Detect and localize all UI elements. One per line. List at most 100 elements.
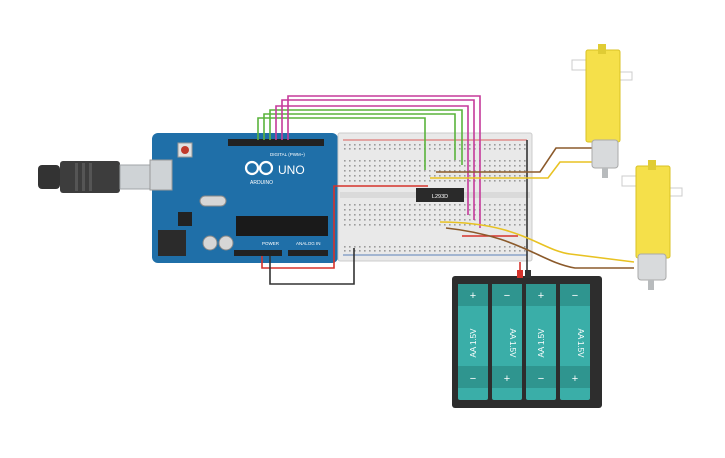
breadboard-hole bbox=[369, 250, 371, 252]
breadboard-hole bbox=[349, 144, 351, 146]
breadboard-hole bbox=[489, 165, 491, 167]
breadboard-hole bbox=[519, 180, 521, 182]
breadboard-hole bbox=[439, 165, 441, 167]
breadboard-hole bbox=[434, 148, 436, 150]
breadboard-hole bbox=[494, 214, 496, 216]
breadboard-hole bbox=[414, 246, 416, 248]
breadboard-hole bbox=[489, 160, 491, 162]
breadboard-hole bbox=[489, 250, 491, 252]
breadboard-hole bbox=[499, 160, 501, 162]
breadboard-hole bbox=[429, 224, 431, 226]
breadboard-hole bbox=[384, 209, 386, 211]
breadboard-hole bbox=[469, 165, 471, 167]
plus-sign: + bbox=[504, 373, 510, 385]
breadboard-hole bbox=[499, 148, 501, 150]
breadboard-hole bbox=[519, 209, 521, 211]
breadboard-hole bbox=[344, 160, 346, 162]
breadboard-hole bbox=[429, 175, 431, 177]
breadboard-hole bbox=[389, 170, 391, 172]
breadboard-hole bbox=[354, 170, 356, 172]
breadboard-hole bbox=[449, 214, 451, 216]
breadboard-hole bbox=[389, 250, 391, 252]
breadboard-hole bbox=[409, 165, 411, 167]
breadboard-hole bbox=[464, 204, 466, 206]
breadboard-hole bbox=[354, 148, 356, 150]
breadboard-hole bbox=[374, 170, 376, 172]
breadboard-hole bbox=[449, 148, 451, 150]
breadboard-hole bbox=[494, 165, 496, 167]
breadboard-hole bbox=[434, 204, 436, 206]
breadboard-hole bbox=[419, 160, 421, 162]
breadboard-hole bbox=[364, 204, 366, 206]
breadboard-hole bbox=[519, 165, 521, 167]
battery-cell: + − AA 1.5V bbox=[458, 284, 488, 400]
breadboard-hole bbox=[504, 219, 506, 221]
breadboard-hole bbox=[359, 219, 361, 221]
breadboard-hole bbox=[419, 204, 421, 206]
breadboard-hole bbox=[504, 170, 506, 172]
breadboard-hole bbox=[429, 250, 431, 252]
breadboard-hole bbox=[409, 148, 411, 150]
breadboard-hole bbox=[494, 180, 496, 182]
breadboard-hole bbox=[484, 250, 486, 252]
breadboard-hole bbox=[364, 219, 366, 221]
breadboard-hole bbox=[394, 180, 396, 182]
breadboard-hole bbox=[474, 250, 476, 252]
breadboard-hole bbox=[449, 144, 451, 146]
breadboard-hole bbox=[369, 209, 371, 211]
battery-cell: − + AA 1.5V bbox=[560, 284, 590, 400]
breadboard-hole bbox=[489, 219, 491, 221]
breadboard-hole bbox=[409, 204, 411, 206]
breadboard-hole bbox=[404, 204, 406, 206]
breadboard-hole bbox=[364, 148, 366, 150]
breadboard-hole bbox=[454, 246, 456, 248]
breadboard-hole bbox=[369, 180, 371, 182]
breadboard-hole bbox=[499, 170, 501, 172]
breadboard-hole bbox=[414, 175, 416, 177]
breadboard-hole bbox=[379, 144, 381, 146]
breadboard-hole bbox=[444, 170, 446, 172]
breadboard-hole bbox=[484, 165, 486, 167]
breadboard-hole bbox=[439, 250, 441, 252]
breadboard-hole bbox=[454, 224, 456, 226]
breadboard-hole bbox=[419, 180, 421, 182]
breadboard-hole bbox=[504, 214, 506, 216]
breadboard-hole bbox=[519, 219, 521, 221]
breadboard-hole bbox=[409, 250, 411, 252]
breadboard-hole bbox=[369, 246, 371, 248]
breadboard-hole bbox=[519, 224, 521, 226]
breadboard-hole bbox=[509, 204, 511, 206]
breadboard-hole bbox=[379, 160, 381, 162]
breadboard-hole bbox=[489, 204, 491, 206]
breadboard-hole bbox=[394, 224, 396, 226]
breadboard-hole bbox=[379, 175, 381, 177]
dc-motor-top bbox=[571, 44, 633, 178]
breadboard-hole bbox=[404, 144, 406, 146]
breadboard-hole bbox=[354, 246, 356, 248]
breadboard-hole bbox=[509, 209, 511, 211]
breadboard-hole bbox=[459, 160, 461, 162]
breadboard-hole bbox=[524, 175, 526, 177]
breadboard-hole bbox=[514, 148, 516, 150]
breadboard-hole bbox=[344, 180, 346, 182]
breadboard-hole bbox=[379, 224, 381, 226]
battery-cell: − + AA 1.5V bbox=[492, 284, 522, 400]
breadboard-hole bbox=[354, 209, 356, 211]
breadboard-hole bbox=[514, 144, 516, 146]
breadboard-hole bbox=[514, 214, 516, 216]
arduino-logo-icon bbox=[244, 160, 274, 176]
breadboard-hole bbox=[434, 219, 436, 221]
breadboard-hole bbox=[374, 224, 376, 226]
breadboard-hole bbox=[359, 160, 361, 162]
breadboard-hole bbox=[354, 180, 356, 182]
breadboard-hole bbox=[389, 148, 391, 150]
breadboard-hole bbox=[504, 180, 506, 182]
breadboard-hole bbox=[409, 219, 411, 221]
breadboard-hole bbox=[444, 204, 446, 206]
breadboard-hole bbox=[499, 180, 501, 182]
breadboard-hole bbox=[394, 214, 396, 216]
breadboard-hole bbox=[444, 148, 446, 150]
breadboard-hole bbox=[494, 224, 496, 226]
breadboard-hole bbox=[504, 204, 506, 206]
